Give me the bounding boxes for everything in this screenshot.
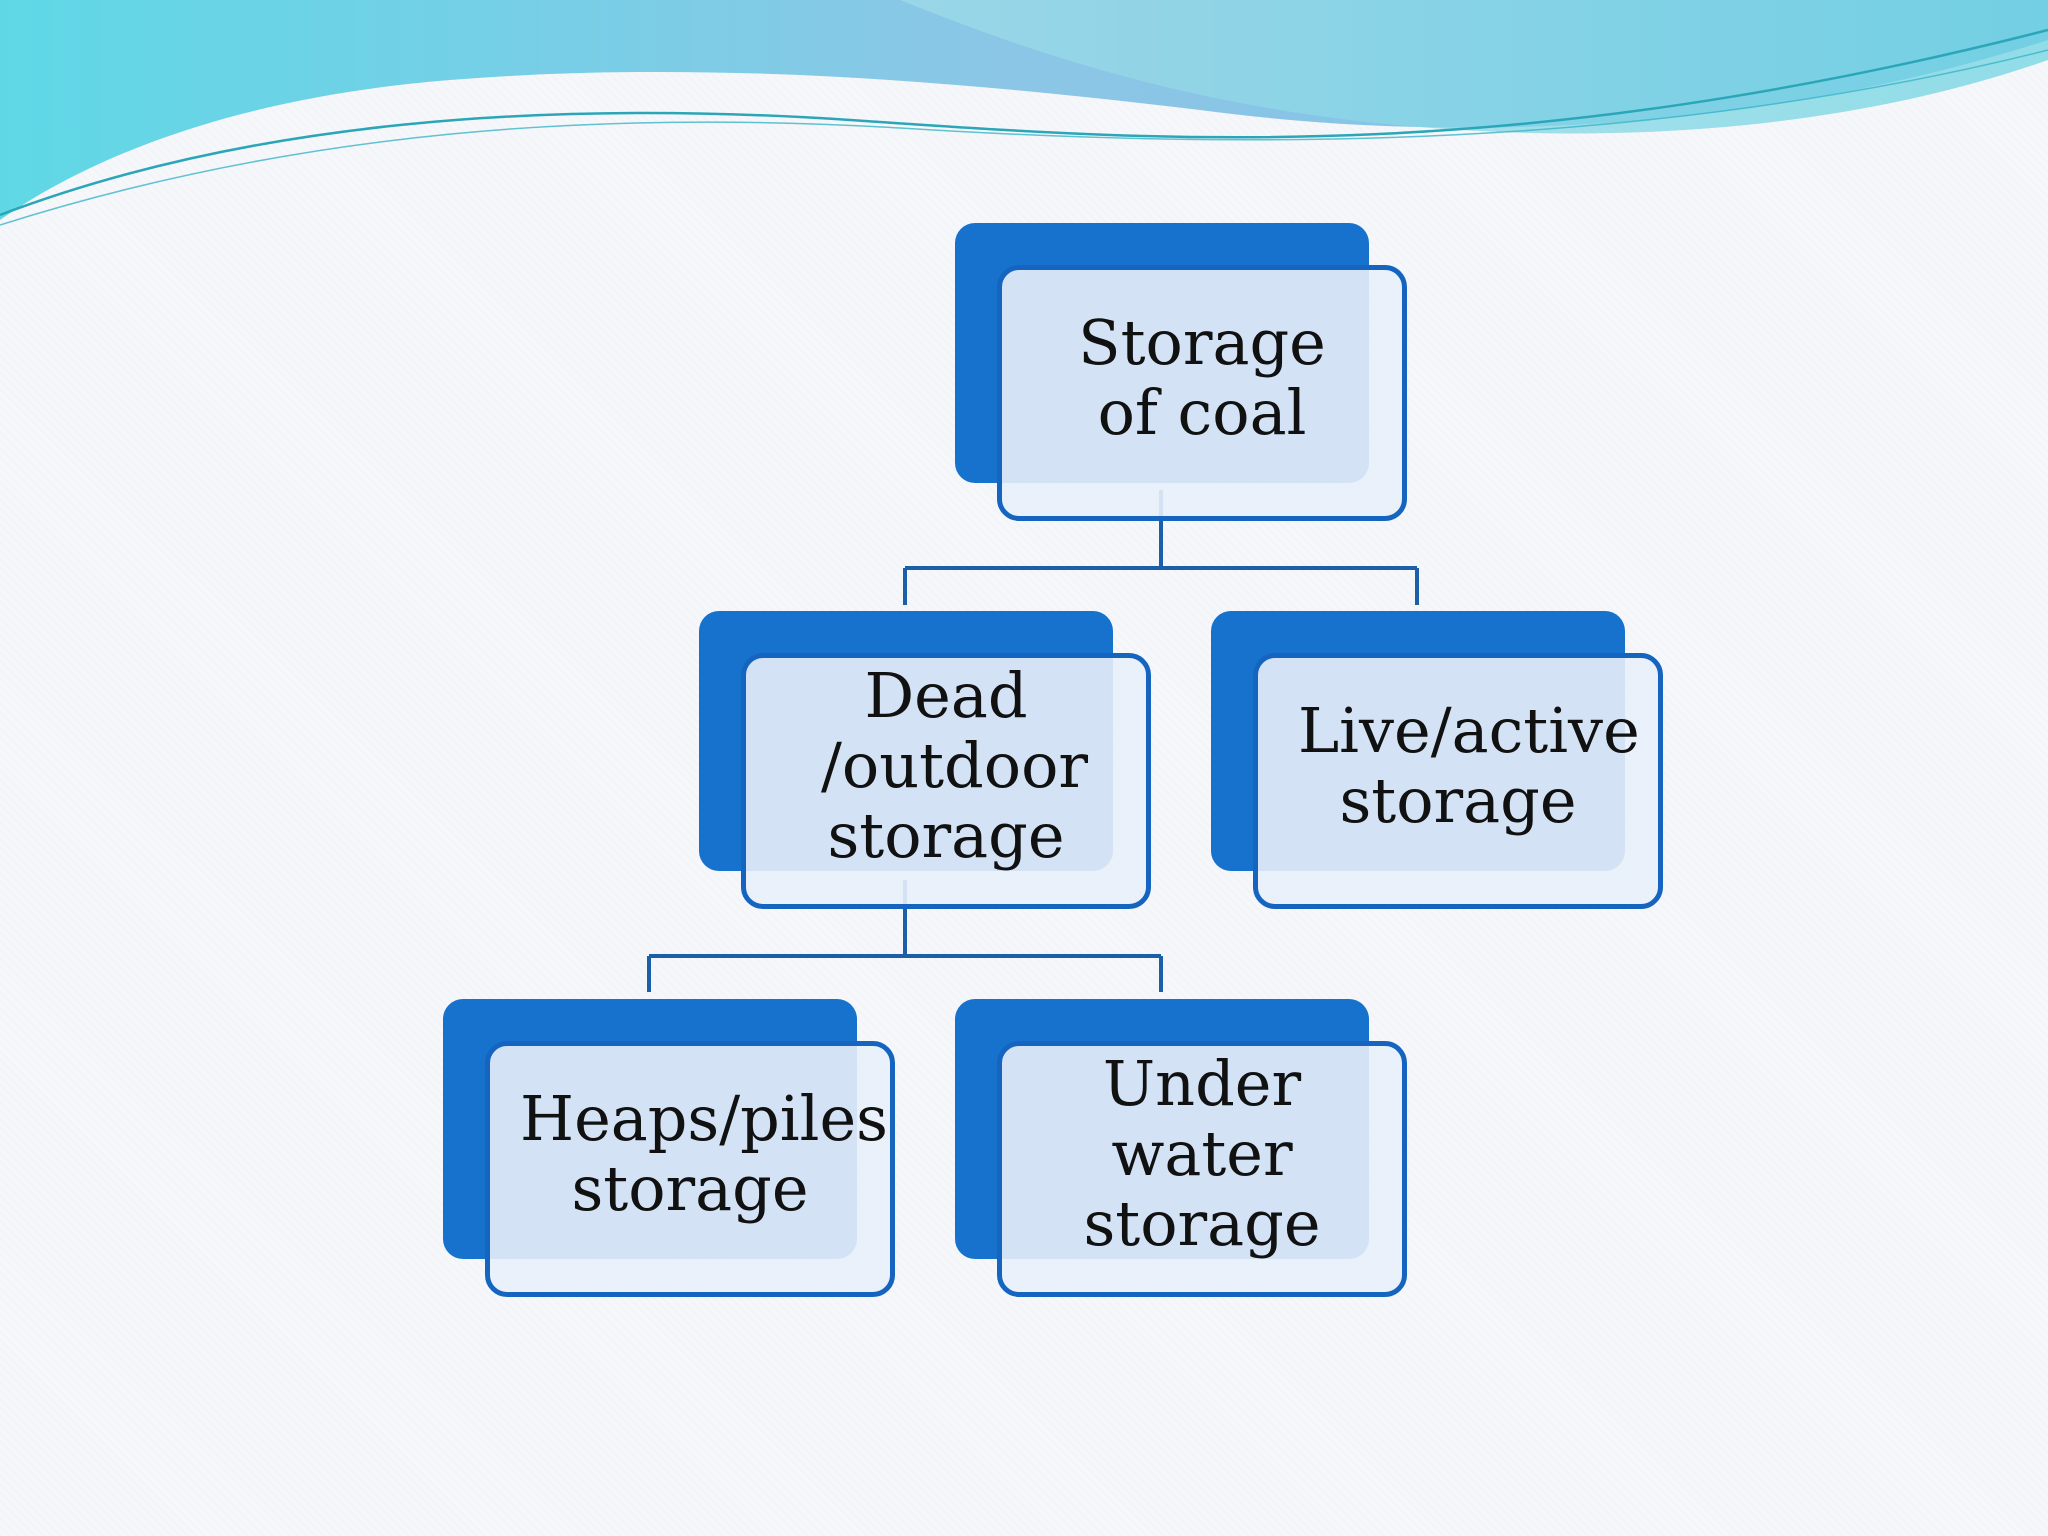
- node-front-box: Storage of coal: [997, 265, 1407, 521]
- node-front-box: Under water storage: [997, 1041, 1407, 1297]
- node-front-box: Live/active storage: [1253, 653, 1663, 909]
- node-front-box: Dead /outdoor storage: [741, 653, 1151, 909]
- node-dead-outdoor-storage: Dead /outdoor storage: [699, 611, 1161, 916]
- node-storage-of-coal: Storage of coal: [955, 223, 1417, 528]
- node-label: Heaps/piles storage: [520, 1082, 888, 1225]
- node-label: Under water storage: [1083, 1047, 1321, 1260]
- node-under-water-storage: Under water storage: [955, 999, 1417, 1304]
- node-front-box: Heaps/piles storage: [485, 1041, 895, 1297]
- header-wave-decoration: [0, 0, 2048, 226]
- node-label: Live/active storage: [1298, 694, 1640, 837]
- node-label: Dead /outdoor storage: [821, 659, 1089, 872]
- node-live-active-storage: Live/active storage: [1211, 611, 1673, 916]
- node-heaps-piles-storage: Heaps/piles storage: [443, 999, 905, 1304]
- node-label: Storage of coal: [1078, 306, 1326, 449]
